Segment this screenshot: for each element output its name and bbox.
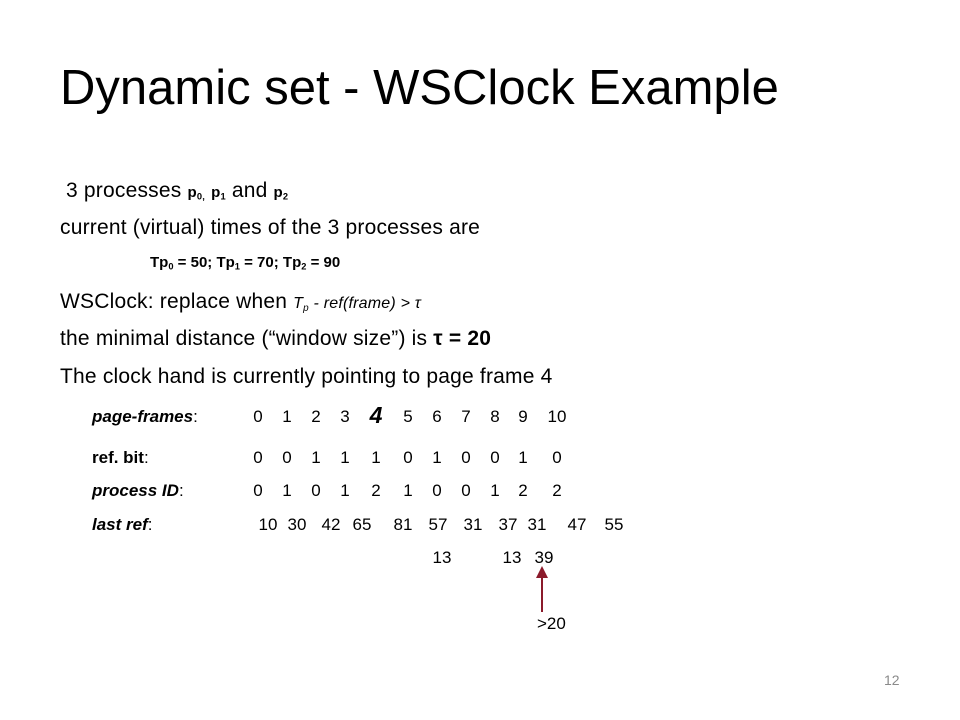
arrow-annotation: >20 <box>537 614 566 633</box>
clock-hand-line: The clock hand is currently pointing to … <box>60 365 553 388</box>
last-ref-cell: 47 <box>567 515 587 534</box>
process-id-cell: 1 <box>490 481 500 500</box>
arrow-head <box>536 566 548 578</box>
process-id-cell: 1 <box>403 481 413 500</box>
last-ref-cell: 31 <box>527 515 547 534</box>
p2: p2 <box>273 184 289 202</box>
p1: p1 <box>211 184 226 202</box>
page-frame-cell: 7 <box>461 407 471 426</box>
process-id-cell: 2 <box>371 481 381 500</box>
ref-bit-cell: 0 <box>461 448 471 467</box>
last-ref-cell: 57 <box>428 515 448 534</box>
label-page-frames: page-frames: <box>92 407 198 426</box>
tp0: Tp0 = 50; <box>150 254 213 272</box>
page-frame-cell: 3 <box>340 407 350 426</box>
process-id-cell: 0 <box>253 481 263 500</box>
min-distance-prefix: the minimal distance (“window size”) is <box>60 327 428 350</box>
times-values: Tp0 = 50; Tp1 = 70; Tp2 = 90 <box>150 254 340 272</box>
ref-bit-cell: 1 <box>518 448 528 467</box>
process-id-cell: 0 <box>461 481 471 500</box>
last-ref-cell: 37 <box>498 515 518 534</box>
process-id-cell: 1 <box>340 481 350 500</box>
processes-prefix: 3 processes <box>66 179 182 202</box>
ref-bit-cell: 1 <box>311 448 321 467</box>
ref-bit-cell: 0 <box>490 448 500 467</box>
last-ref-cell: 81 <box>393 515 413 534</box>
ref-bit-cell: 0 <box>253 448 263 467</box>
page-frame-cell: 8 <box>490 407 500 426</box>
wsclock-prefix: WSClock: replace when <box>60 290 288 313</box>
processes-and: and <box>231 179 268 202</box>
last-ref-cell: 10 <box>258 515 278 534</box>
ref-bit-cell: 0 <box>403 448 413 467</box>
process-id-cell: 0 <box>311 481 321 500</box>
wsclock-formula: Tp - ref(frame) > τ <box>293 295 421 314</box>
wsclock-rule: WSClock: replace when Tp - ref(frame) > … <box>60 290 421 314</box>
ref-bit-cell: 0 <box>282 448 292 467</box>
label-process-id: process ID: <box>92 481 184 500</box>
page-number: 12 <box>884 672 900 688</box>
page-frame-cell: 10 <box>547 407 567 426</box>
ref-bit-cell: 1 <box>432 448 442 467</box>
label-last-ref: last ref: <box>92 515 153 534</box>
extra-value-col5: 13 <box>432 548 452 567</box>
last-ref-cell: 31 <box>463 515 483 534</box>
last-ref-cell: 30 <box>287 515 307 534</box>
last-ref-cell: 55 <box>604 515 624 534</box>
page-frame-cell: 5 <box>403 407 413 426</box>
last-ref-cell: 42 <box>321 515 341 534</box>
ref-bit-cell: 0 <box>552 448 562 467</box>
process-id-cell: 0 <box>432 481 442 500</box>
last-ref-cell: 65 <box>352 515 372 534</box>
process-id-cell: 2 <box>552 481 562 500</box>
ref-bit-cell: 1 <box>340 448 350 467</box>
tau-value: τ = 20 <box>433 327 492 350</box>
tp1: Tp1 = 70; <box>216 254 279 272</box>
page-frame-cell: 6 <box>432 407 442 426</box>
extra-value-col7: 13 <box>502 548 522 567</box>
page-frame-cell: 9 <box>518 407 528 426</box>
times-intro: current (virtual) times of the 3 process… <box>60 216 481 239</box>
processes-line: 3 processes p0, p1 and p2 <box>66 179 288 203</box>
extra-value-col8: 39 <box>534 548 554 567</box>
page-frame-cell: 2 <box>311 407 321 426</box>
ref-bit-cell: 1 <box>371 448 381 467</box>
page-frame-cell: 0 <box>253 407 263 426</box>
page-frame-cell: 4 <box>369 402 383 428</box>
process-id-cell: 2 <box>518 481 528 500</box>
page-frame-cell: 1 <box>282 407 292 426</box>
tp2: Tp2 = 90 <box>282 254 341 272</box>
slide-title: Dynamic set - WSClock Example <box>60 61 779 115</box>
p0: p0, <box>187 184 206 202</box>
label-ref-bit: ref. bit: <box>92 448 149 467</box>
min-distance-line: the minimal distance (“window size”) is … <box>60 327 491 351</box>
process-id-cell: 1 <box>282 481 292 500</box>
